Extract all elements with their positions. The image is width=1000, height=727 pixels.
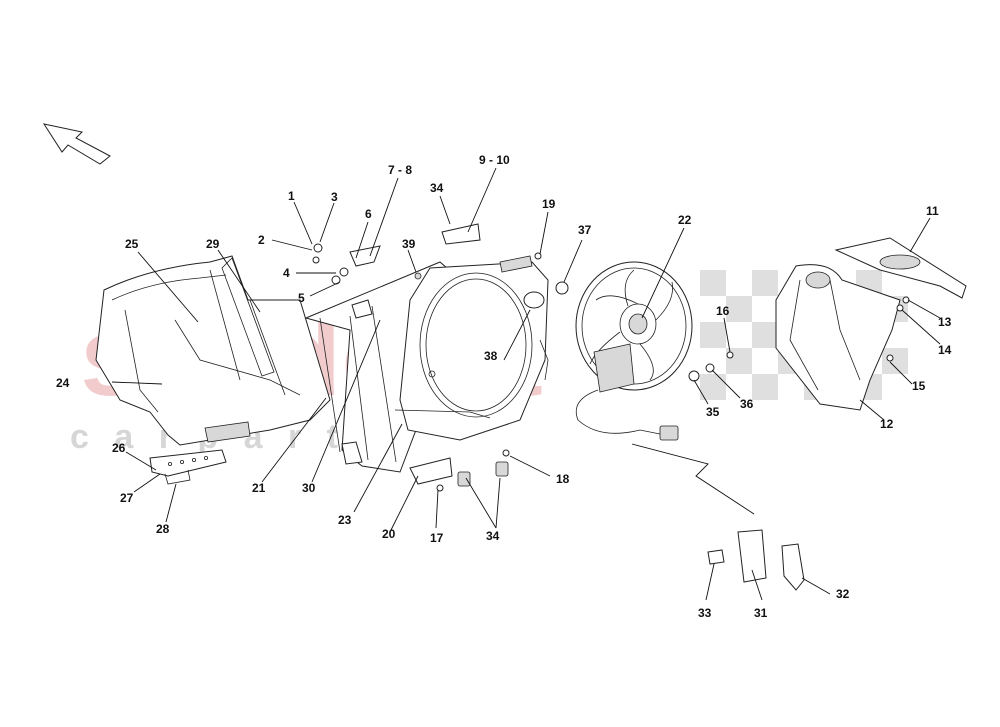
part-label-15: 15	[912, 379, 926, 393]
part-label-12: 12	[880, 417, 894, 431]
part-label-20: 20	[382, 527, 396, 541]
lower-bracket-assembly	[631, 443, 805, 591]
part-label-39: 39	[402, 237, 416, 251]
mounting-bracket-28	[149, 449, 227, 485]
part-label-2: 2	[258, 233, 265, 247]
part-label-25: 25	[125, 237, 139, 251]
part-label-9-10: 9 - 10	[479, 153, 510, 167]
part-label-11: 11	[926, 204, 939, 218]
part-label-34a: 34	[430, 181, 444, 195]
part-label-38: 38	[484, 349, 498, 363]
left-air-duct-shroud	[95, 255, 331, 446]
fan-shroud-frame	[394, 255, 549, 441]
part-label-30: 30	[302, 481, 316, 495]
part-label-26: 26	[112, 441, 126, 455]
part-label-27: 27	[120, 491, 134, 505]
part-label-21: 21	[252, 481, 266, 495]
part-label-13: 13	[938, 315, 952, 329]
right-air-duct-shroud	[775, 264, 901, 411]
part-label-17: 17	[430, 531, 444, 545]
part-label-31: 31	[754, 606, 768, 620]
part-label-16: 16	[716, 304, 730, 318]
fastener-screws	[312, 223, 910, 492]
part-label-18: 18	[556, 472, 570, 486]
part-label-7-8: 7 - 8	[388, 163, 412, 177]
part-label-6: 6	[365, 207, 372, 221]
part-label-24: 24	[56, 376, 70, 390]
part-label-19: 19	[542, 197, 556, 211]
part-label-3: 3	[331, 190, 338, 204]
part-label-33: 33	[698, 606, 712, 620]
part-label-14: 14	[938, 343, 952, 357]
part-label-28: 28	[156, 522, 170, 536]
upper-bracket-11	[834, 237, 967, 299]
part-label-37: 37	[578, 223, 592, 237]
part-label-1: 1	[288, 189, 295, 203]
direction-arrow-icon	[42, 123, 111, 165]
electric-fan-motor-assembly	[575, 261, 693, 441]
leader-lines	[111, 167, 941, 601]
part-label-22: 22	[678, 213, 692, 227]
part-label-5: 5	[298, 291, 305, 305]
part-label-29: 29	[206, 237, 220, 251]
part-label-36: 36	[740, 397, 754, 411]
part-label-4: 4	[283, 266, 290, 280]
part-label-23: 23	[338, 513, 352, 527]
part-label-34b: 34	[486, 529, 500, 543]
part-label-32: 32	[836, 587, 850, 601]
part-label-35: 35	[706, 405, 720, 419]
